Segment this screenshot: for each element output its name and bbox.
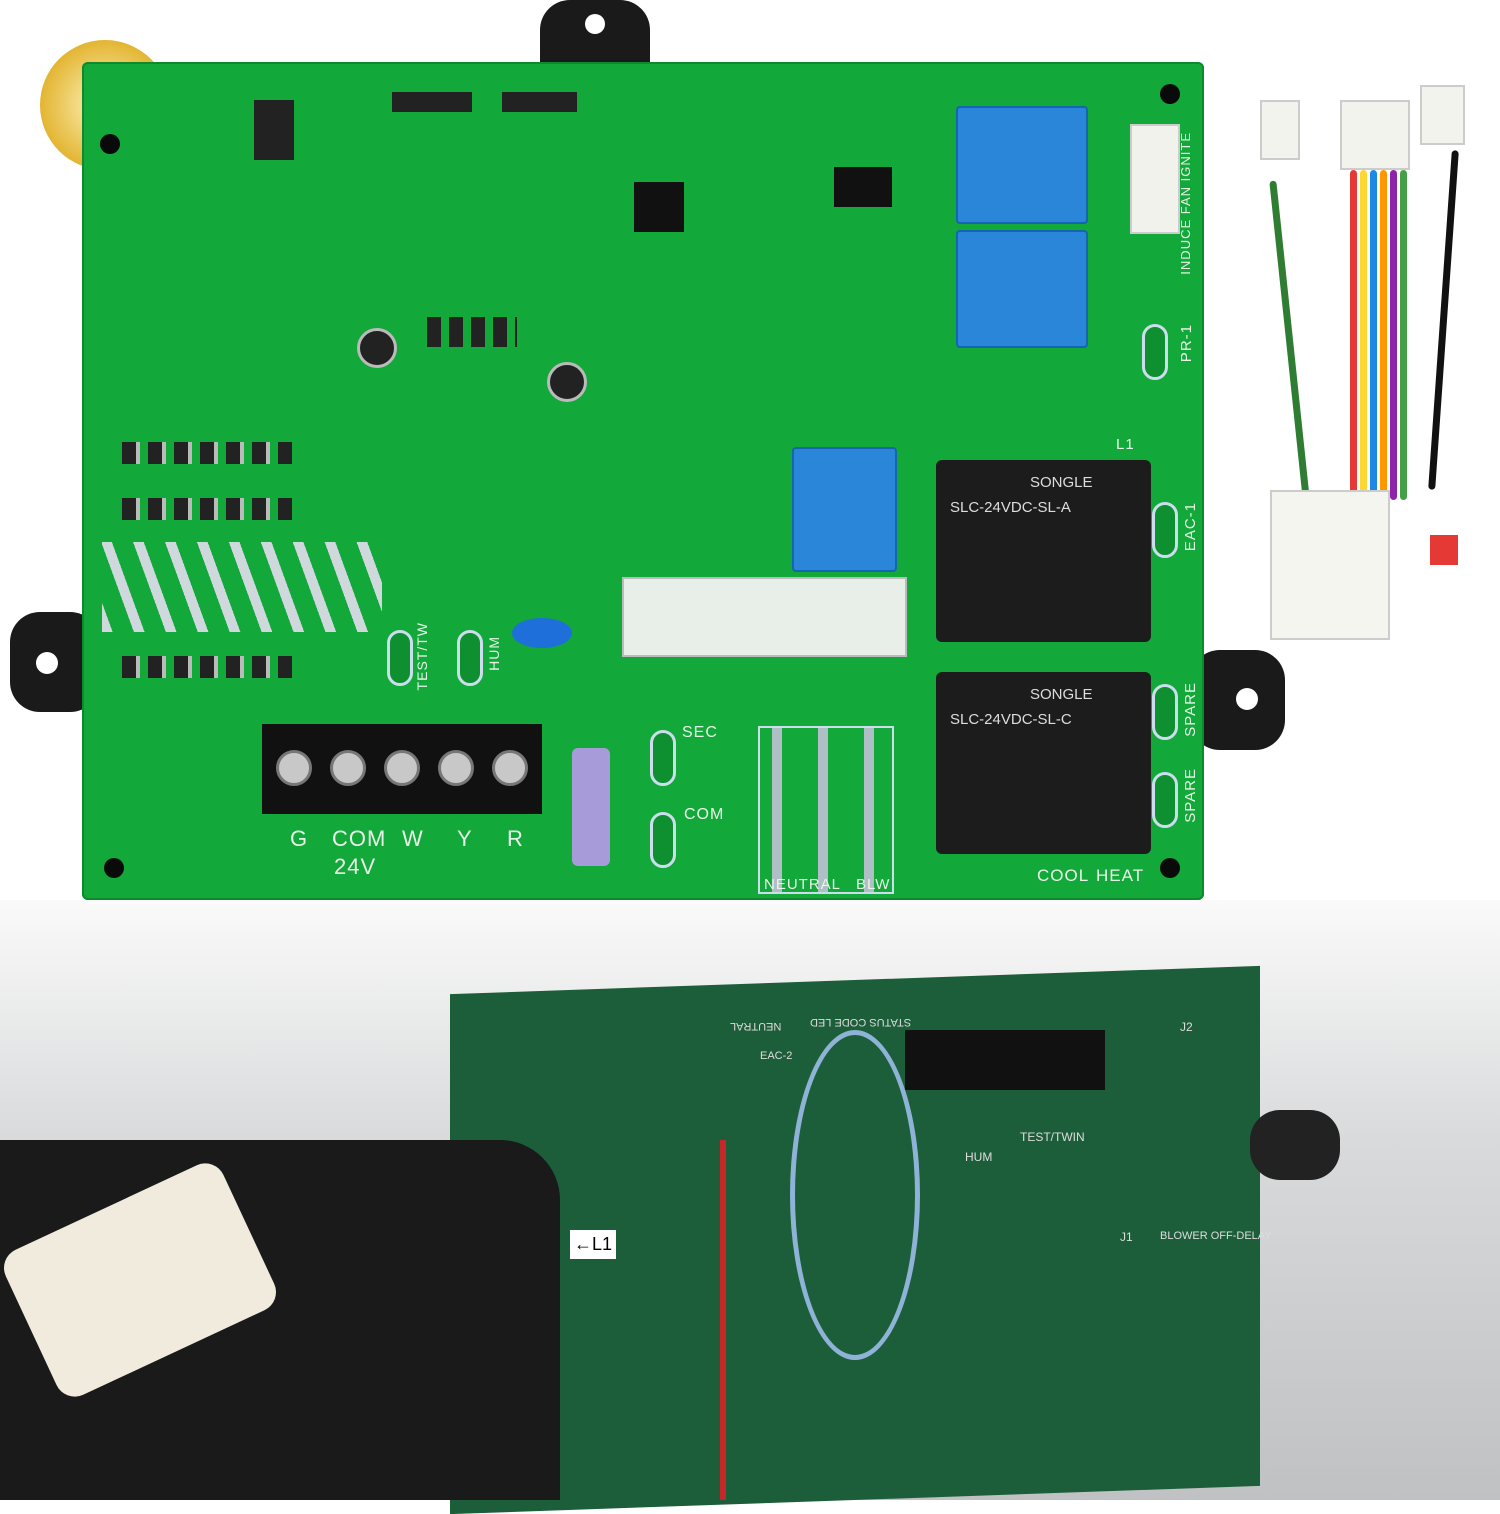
installed-label: HUM — [965, 1150, 993, 1164]
relay-blue-2 — [956, 230, 1088, 348]
capacitor — [547, 362, 587, 402]
header-pins — [254, 100, 294, 160]
test-jumper — [387, 630, 413, 686]
relay-model: SLC-24VDC-SL-C — [950, 711, 1072, 728]
spare-terminal-2 — [1152, 772, 1178, 828]
mount-hole — [104, 858, 124, 878]
blue-wire-loop — [790, 1030, 920, 1360]
mount-hole — [1160, 84, 1180, 104]
mounting-bracket — [1250, 1110, 1340, 1180]
installed-label: STATUS CODE LED — [810, 1016, 912, 1028]
sec-terminal — [650, 730, 676, 786]
harness-connector — [1340, 100, 1410, 170]
label-g: G — [290, 826, 309, 851]
inducer-connector — [1130, 124, 1180, 234]
pr1-jumper — [1142, 324, 1168, 380]
harness-main-plug — [1270, 490, 1390, 640]
label-neutral: NEUTRAL — [764, 876, 842, 893]
smd-row — [122, 656, 292, 678]
screw-terminal-w[interactable] — [384, 750, 420, 786]
spade-terminal — [1430, 535, 1458, 565]
installed-terminal-strip — [905, 1030, 1105, 1090]
microcontroller-chip — [634, 182, 684, 232]
screw-terminal-r[interactable] — [492, 750, 528, 786]
mount-hole — [1160, 858, 1180, 878]
screw-terminal-g[interactable] — [276, 750, 312, 786]
label-com: COM — [332, 826, 387, 851]
header-pins — [502, 92, 577, 112]
resistor-cluster — [102, 542, 382, 632]
label-l1: L1 — [1116, 436, 1135, 453]
label-test: TEST/TW — [414, 622, 430, 691]
screw-terminal-com[interactable] — [330, 750, 366, 786]
installed-label: TEST/TWIN — [1020, 1130, 1085, 1144]
installed-label: J2 — [1180, 1020, 1193, 1034]
label-pr1: PR-1 — [1178, 324, 1195, 363]
smd-row — [122, 442, 292, 464]
thermostat-terminal-strip — [262, 724, 542, 814]
label-inducer: INDUCE FAN IGNITE — [1178, 132, 1193, 275]
installed-label: J1 — [1120, 1230, 1133, 1244]
relay-brand: SONGLE — [1030, 686, 1093, 703]
label-com-2: COM — [684, 806, 725, 823]
connector-12pin — [622, 577, 907, 657]
label-24v: 24V — [334, 854, 377, 879]
label-hum: HUM — [486, 636, 502, 671]
label-y: Y — [457, 826, 473, 851]
smd-row — [122, 498, 292, 520]
relay-blue-1 — [956, 106, 1088, 224]
fuse — [572, 748, 610, 866]
neutral-terminal-block — [758, 726, 894, 894]
mount-hole — [100, 134, 120, 154]
mount-tab-right — [1190, 650, 1285, 750]
label-w: W — [402, 826, 424, 851]
label-sec: SEC — [682, 724, 718, 741]
label-cool: COOL — [1037, 866, 1090, 885]
relay-blue-3 — [792, 447, 897, 572]
installed-photo: ←L1 STATUS CODE LED NEUTRAL EAC-2 HUM TE… — [0, 900, 1500, 1514]
capacitor — [357, 328, 397, 368]
label-spare-1: SPARE — [1182, 682, 1199, 737]
label-heat: HEAT — [1096, 866, 1145, 885]
relay-sl-a: SONGLE SLC-24VDC-SL-A — [936, 460, 1151, 642]
relay-brand: SONGLE — [1030, 474, 1093, 491]
installed-label: ←L1 — [570, 1230, 617, 1259]
blue-capacitor — [512, 618, 572, 648]
harness-connector — [1420, 85, 1465, 145]
red-wire — [720, 1140, 726, 1500]
relay-model: SLC-24VDC-SL-A — [950, 499, 1071, 516]
eac1-terminal — [1152, 502, 1178, 558]
label-blw: BLW — [856, 876, 891, 893]
wire-harness — [1250, 80, 1480, 660]
smd-row — [427, 317, 517, 347]
installed-label: NEUTRAL — [730, 1020, 782, 1032]
screw-terminal-y[interactable] — [438, 750, 474, 786]
ic-chip — [834, 167, 892, 207]
label-r: R — [507, 826, 524, 851]
harness-connector — [1260, 100, 1300, 160]
spare-terminal-1 — [1152, 684, 1178, 740]
label-spare-2: SPARE — [1182, 768, 1199, 823]
com-terminal — [650, 812, 676, 868]
relay-sl-c: SONGLE SLC-24VDC-SL-C — [936, 672, 1151, 854]
header-pins — [392, 92, 472, 112]
label-eac1: EAC-1 — [1182, 502, 1199, 552]
control-board: SONGLE SLC-24VDC-SL-A SONGLE SLC-24VDC-S… — [82, 62, 1204, 900]
hum-terminal — [457, 630, 483, 686]
installed-label: BLOWER OFF-DELAY — [1160, 1230, 1272, 1242]
installed-label: EAC-2 — [760, 1050, 793, 1062]
